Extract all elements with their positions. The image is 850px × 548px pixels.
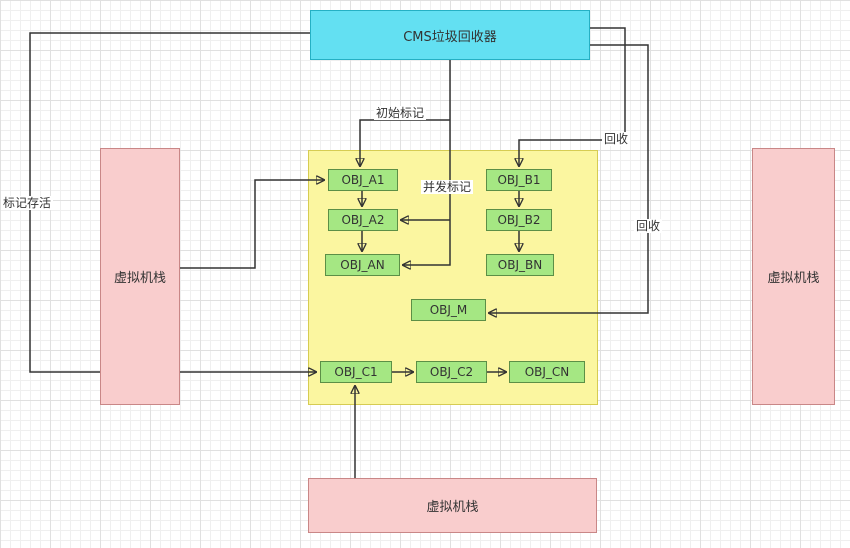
edge-initial-mark-to-a1 bbox=[360, 119, 450, 166]
edge-cms-concurrent-to-an bbox=[403, 60, 451, 265]
node-obj-cn: OBJ_CN bbox=[509, 361, 585, 383]
edge-stack-left-to-a1 bbox=[180, 180, 324, 269]
label-recycle-b: 回收 bbox=[602, 132, 631, 146]
node-obj-an: OBJ_AN bbox=[325, 254, 400, 276]
label-recycle-m: 回收 bbox=[634, 219, 663, 233]
node-obj-c2: OBJ_C2 bbox=[416, 361, 487, 383]
edge-recycle-to-m bbox=[489, 44, 649, 313]
node-obj-c1: OBJ_C1 bbox=[320, 361, 392, 383]
node-obj-m: OBJ_M bbox=[411, 299, 486, 321]
label-concurrent-mark: 并发标记 bbox=[421, 180, 474, 194]
node-obj-bn: OBJ_BN bbox=[486, 254, 554, 276]
node-cms-collector: CMS垃圾回收器 bbox=[310, 10, 590, 60]
label-mark-alive: 标记存活 bbox=[1, 196, 54, 210]
label-initial-mark: 初始标记 bbox=[374, 106, 427, 120]
node-obj-b2: OBJ_B2 bbox=[486, 209, 552, 231]
node-obj-a2: OBJ_A2 bbox=[328, 209, 398, 231]
node-obj-b1: OBJ_B1 bbox=[486, 169, 552, 191]
node-vm-stack-left: 虚拟机栈 bbox=[100, 148, 180, 405]
node-vm-stack-bottom: 虚拟机栈 bbox=[308, 478, 597, 533]
node-vm-stack-right: 虚拟机栈 bbox=[752, 148, 835, 405]
node-obj-a1: OBJ_A1 bbox=[328, 169, 398, 191]
